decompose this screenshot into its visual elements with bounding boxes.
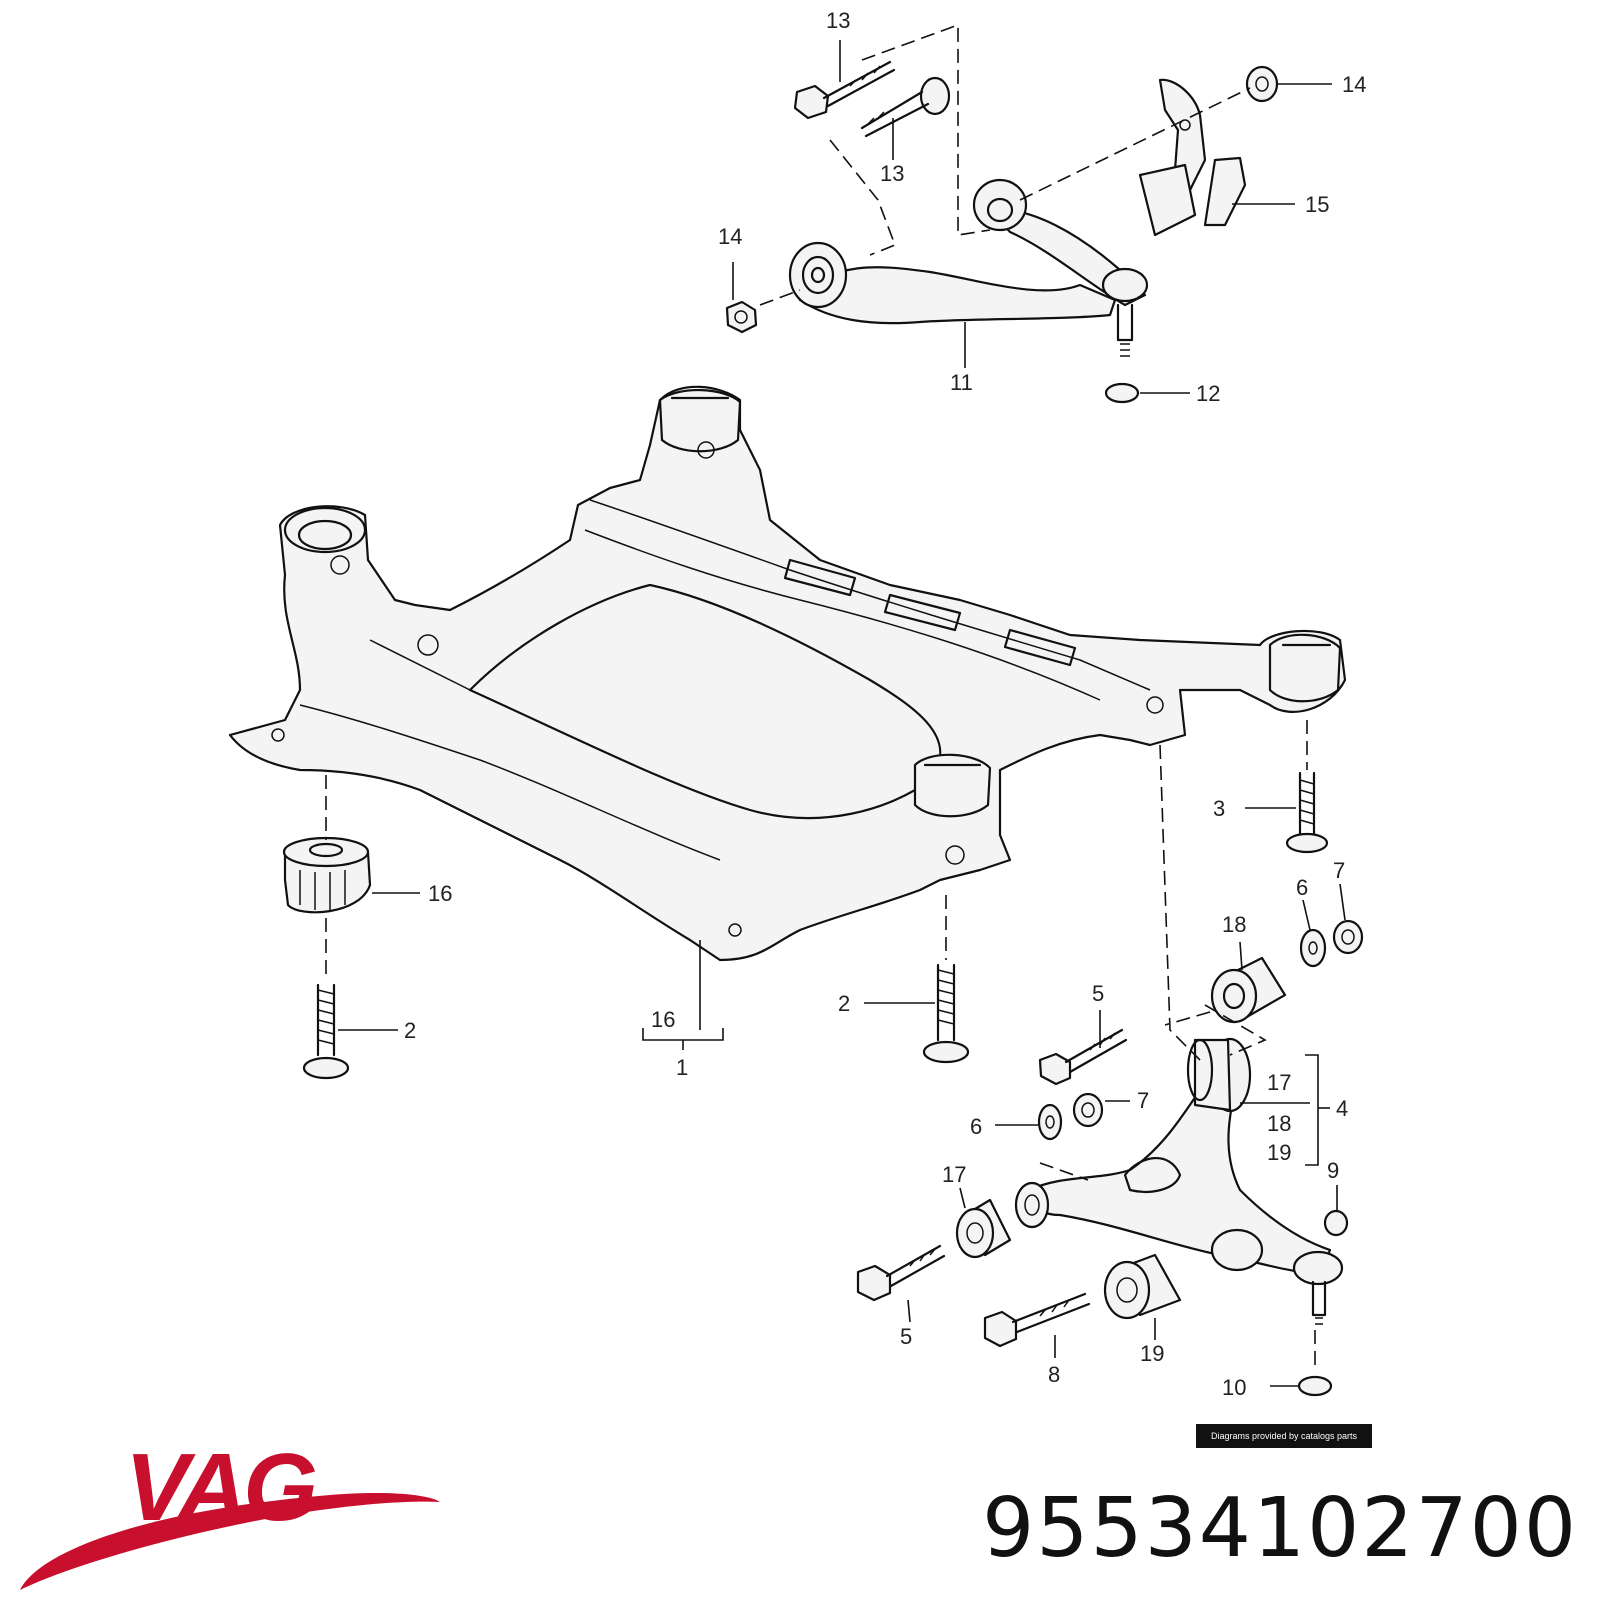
upper-control-arm (788, 178, 1149, 404)
bolt-2-left (302, 983, 350, 1080)
callout-labels: 13 13 14 14 15 11 12 3 6 7 18 16 2 16 1 … (404, 8, 1366, 1400)
bushing-19 (1103, 1253, 1182, 1320)
bushing-18 (1210, 956, 1287, 1024)
callout-6-right: 6 (1296, 875, 1308, 900)
dashed-assembly-lines (325, 23, 1316, 1370)
bolt-5-lower (856, 1244, 946, 1302)
callout-19-group: 19 (1267, 1140, 1291, 1165)
leader-lines (338, 40, 1346, 1387)
callout-3: 3 (1213, 796, 1225, 821)
callout-11: 11 (950, 370, 973, 395)
callout-1: 1 (676, 1055, 688, 1080)
nut-14-left (725, 300, 758, 334)
bolt-5-upper (1038, 1028, 1128, 1086)
bolt-3 (1285, 771, 1329, 854)
callout-2-left: 2 (404, 1018, 416, 1043)
callout-7-right: 7 (1333, 858, 1345, 883)
callout-2-right: 2 (838, 991, 850, 1016)
callout-17-group: 17 (1267, 1070, 1291, 1095)
part-number: 95534102700 (982, 1481, 1578, 1576)
washer-nut-right (1299, 919, 1364, 968)
callout-7-left: 7 (1137, 1088, 1149, 1113)
callout-5-upper: 5 (1092, 981, 1104, 1006)
callout-14-right: 14 (1342, 72, 1366, 97)
callout-13-lower: 13 (880, 161, 904, 186)
vag-logo: VAG (0, 1434, 460, 1600)
callout-9: 9 (1327, 1158, 1339, 1183)
diagram-credit-bar: Diagrams provided by catalogs parts (1196, 1424, 1372, 1448)
callout-14-left: 14 (718, 224, 742, 249)
callout-8: 8 (1048, 1362, 1060, 1387)
bolt-8 (983, 1292, 1091, 1348)
logo-swoosh (20, 1492, 440, 1590)
bolt-2-right (922, 963, 970, 1064)
callout-16-bracket: 16 (651, 1007, 675, 1032)
washer-nut-left (1037, 1092, 1104, 1141)
callout-15: 15 (1305, 192, 1329, 217)
callout-5-lower: 5 (900, 1324, 912, 1349)
bushing-17 (955, 1198, 1012, 1259)
callout-19-bushing: 19 (1140, 1341, 1164, 1366)
callout-13-top: 13 (826, 8, 850, 33)
callout-12: 12 (1196, 381, 1220, 406)
callout-17-bushing: 17 (942, 1162, 966, 1187)
callout-4: 4 (1336, 1096, 1348, 1121)
callout-6-left: 6 (970, 1114, 982, 1139)
ride-height-sensor-15 (1138, 78, 1247, 237)
upper-arm-bolts (793, 60, 951, 138)
nut-14-right (1245, 65, 1279, 103)
subframe-bushing-16 (282, 836, 372, 914)
callout-16-bushing: 16 (428, 881, 452, 906)
callout-10: 10 (1222, 1375, 1246, 1400)
lower-control-arm (1014, 1037, 1349, 1397)
callout-18-group: 18 (1267, 1111, 1291, 1136)
logo-text: VAG (125, 1440, 315, 1541)
subframe (228, 385, 1347, 962)
callout-18-top: 18 (1222, 912, 1246, 937)
